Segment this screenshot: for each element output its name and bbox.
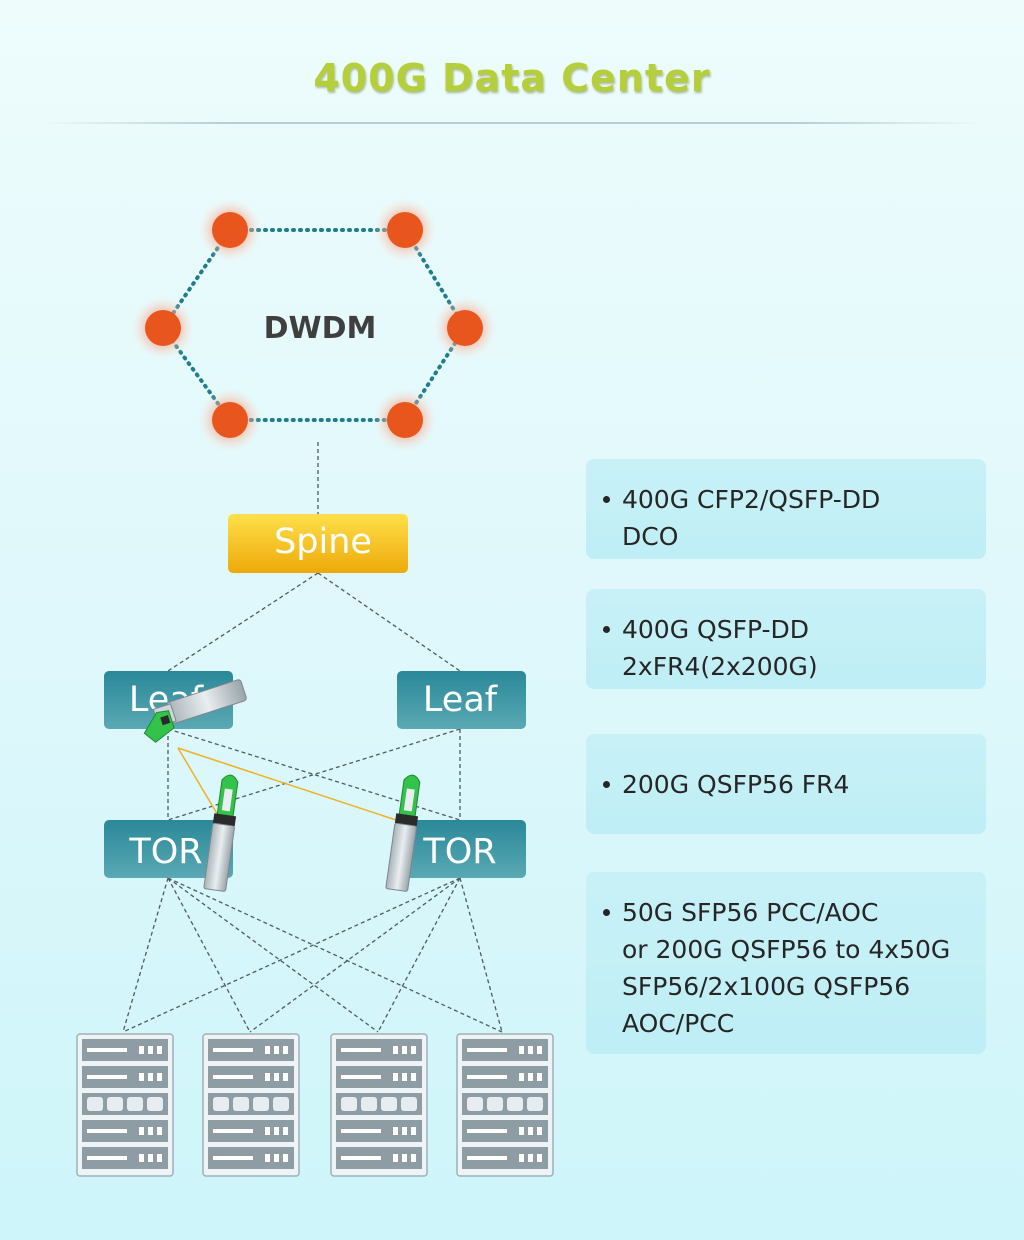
panel-leaf-transceiver: 400G QSFP-DD 2xFR4(2x200G) [586, 589, 986, 689]
panel-dco: 400G CFP2/QSFP-DD DCO [586, 459, 986, 559]
page-title: 400G Data Center [313, 56, 711, 100]
server-rack-icon [202, 1033, 300, 1177]
dwdm-ring: DWDM [131, 198, 497, 452]
leaf-node-right: Leaf [397, 671, 526, 729]
dwdm-label: DWDM [264, 311, 377, 346]
tor-node-right: TOR [397, 820, 526, 878]
ring-node [198, 388, 262, 452]
ring-node [373, 198, 437, 262]
panel-line: 200G QSFP56 FR4 [622, 770, 850, 799]
server-rack-icon [76, 1033, 174, 1177]
fiber-lines [177, 747, 403, 823]
panel-line: 400G CFP2/QSFP-DD [622, 485, 881, 514]
panel-line: 400G QSFP-DD [622, 615, 810, 644]
leaf-right-label: Leaf [423, 680, 498, 720]
server-racks [76, 1033, 554, 1177]
title-divider [40, 122, 984, 124]
panel-line: or 200G QSFP56 to 4x50G [622, 935, 951, 964]
tor-node-left: TOR [104, 820, 233, 878]
tor-left-label: TOR [128, 832, 202, 872]
ring-node [131, 296, 195, 360]
panel-bullet: 400G CFP2/QSFP-DD DCO [602, 481, 986, 555]
spine-node: Spine [228, 514, 408, 573]
panel-tor-transceiver: 200G QSFP56 FR4 [586, 734, 986, 834]
panel-line: AOC/PCC [622, 1009, 735, 1038]
connection-lines [122, 442, 503, 1033]
tor-right-label: TOR [422, 832, 496, 872]
panel-server-cables: 50G SFP56 PCC/AOC or 200G QSFP56 to 4x50… [586, 872, 986, 1054]
server-rack-icon [330, 1033, 428, 1177]
ring-node [198, 198, 262, 262]
server-rack-icon [456, 1033, 554, 1177]
ring-node [373, 388, 437, 452]
transceiver-module-icon [143, 679, 247, 743]
transceiver-module-icon [203, 774, 239, 892]
panel-bullet: 50G SFP56 PCC/AOC or 200G QSFP56 to 4x50… [602, 894, 986, 1042]
spine-label: Spine [274, 522, 372, 562]
panel-line: 2xFR4(2x200G) [622, 652, 818, 681]
panel-line: DCO [622, 522, 679, 551]
panel-bullet: 200G QSFP56 FR4 [602, 766, 986, 803]
transceiver-module-icon [385, 774, 421, 892]
panel-line: SFP56/2x100G QSFP56 [622, 972, 911, 1001]
panel-bullet: 400G QSFP-DD 2xFR4(2x200G) [602, 611, 986, 685]
ring-node [433, 296, 497, 360]
panel-line: 50G SFP56 PCC/AOC [622, 898, 879, 927]
